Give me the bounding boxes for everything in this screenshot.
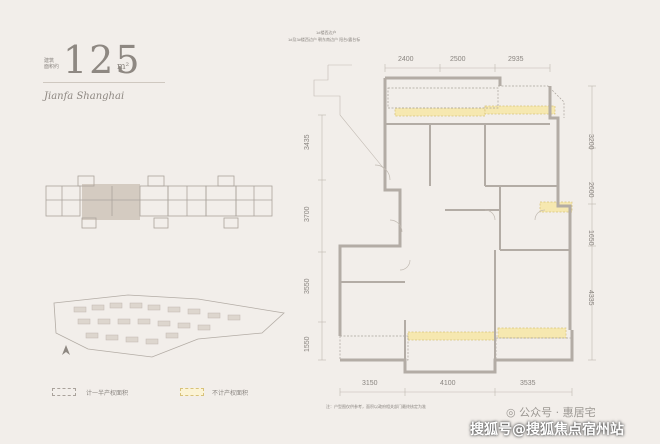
dim-top-1: 2400 xyxy=(398,56,414,63)
dim-right-4: 4335 xyxy=(587,290,594,306)
wechat-watermark: ◎ 公众号 · 惠居宅 xyxy=(506,404,596,420)
dim-bottom-1: 3150 xyxy=(362,380,378,387)
legend-label-not-counted: 不计产权面积 xyxy=(212,391,249,397)
footnote: 注：户型图仅供参考，面积以政府相关部门最终核定为准 xyxy=(326,404,426,409)
area-value: 125 xyxy=(63,38,142,82)
legend: 计一半产权面积 不计产权面积 xyxy=(52,385,292,399)
dim-left-4: 1550 xyxy=(304,336,311,352)
wechat-watermark-text: 公众号 · 惠居宅 xyxy=(519,406,596,419)
not-counted-areas xyxy=(394,105,573,341)
dim-left-3: 3550 xyxy=(304,278,311,294)
dim-right-2: 2600 xyxy=(587,182,594,198)
dim-bottom-3: 3535 xyxy=(520,380,536,387)
site-boundary xyxy=(53,294,285,358)
door-swings xyxy=(374,164,546,271)
dim-top-3: 2935 xyxy=(508,56,524,63)
key-plan-highlight-unit xyxy=(82,184,140,220)
area-caption: 建筑 面积约 xyxy=(44,58,62,70)
dim-left-2: 3700 xyxy=(304,206,311,222)
header-divider xyxy=(43,82,165,83)
dim-bottom-2: 4100 xyxy=(440,380,456,387)
dim-top-2: 2500 xyxy=(450,56,466,63)
dimension-lines xyxy=(318,64,596,396)
area-caption-line1: 建筑 xyxy=(44,58,55,64)
plan-leader-lines xyxy=(313,64,386,171)
half-counted-areas xyxy=(339,85,573,361)
wechat-icon: ◎ xyxy=(506,406,520,419)
floor-plan xyxy=(313,64,596,396)
legend-label-counted: 计一半产权面积 xyxy=(86,391,129,397)
north-arrow-icon xyxy=(62,345,70,355)
dim-right-1: 3200 xyxy=(587,134,594,150)
sohu-watermark: 搜狐号@搜狐焦点宿州站 xyxy=(470,422,624,438)
area-caption-line2: 面积约 xyxy=(44,64,60,70)
plan-note-line1: 1#楼西边户 xyxy=(316,30,337,35)
dim-right-3: 1650 xyxy=(587,230,594,246)
interior-walls xyxy=(340,123,570,360)
brand-script: Jianfa Shanghai xyxy=(44,91,125,102)
building-key-plan xyxy=(45,175,273,229)
dim-left-1: 3435 xyxy=(304,134,311,150)
area-unit: m² xyxy=(117,62,130,72)
legend-swatch-not-counted xyxy=(180,388,204,396)
site-plan xyxy=(53,294,285,358)
plan-note-line2: 1#及3#楼西边户 朝东南边户 阳台/露台标 xyxy=(288,37,361,42)
legend-swatch-counted xyxy=(52,388,76,396)
